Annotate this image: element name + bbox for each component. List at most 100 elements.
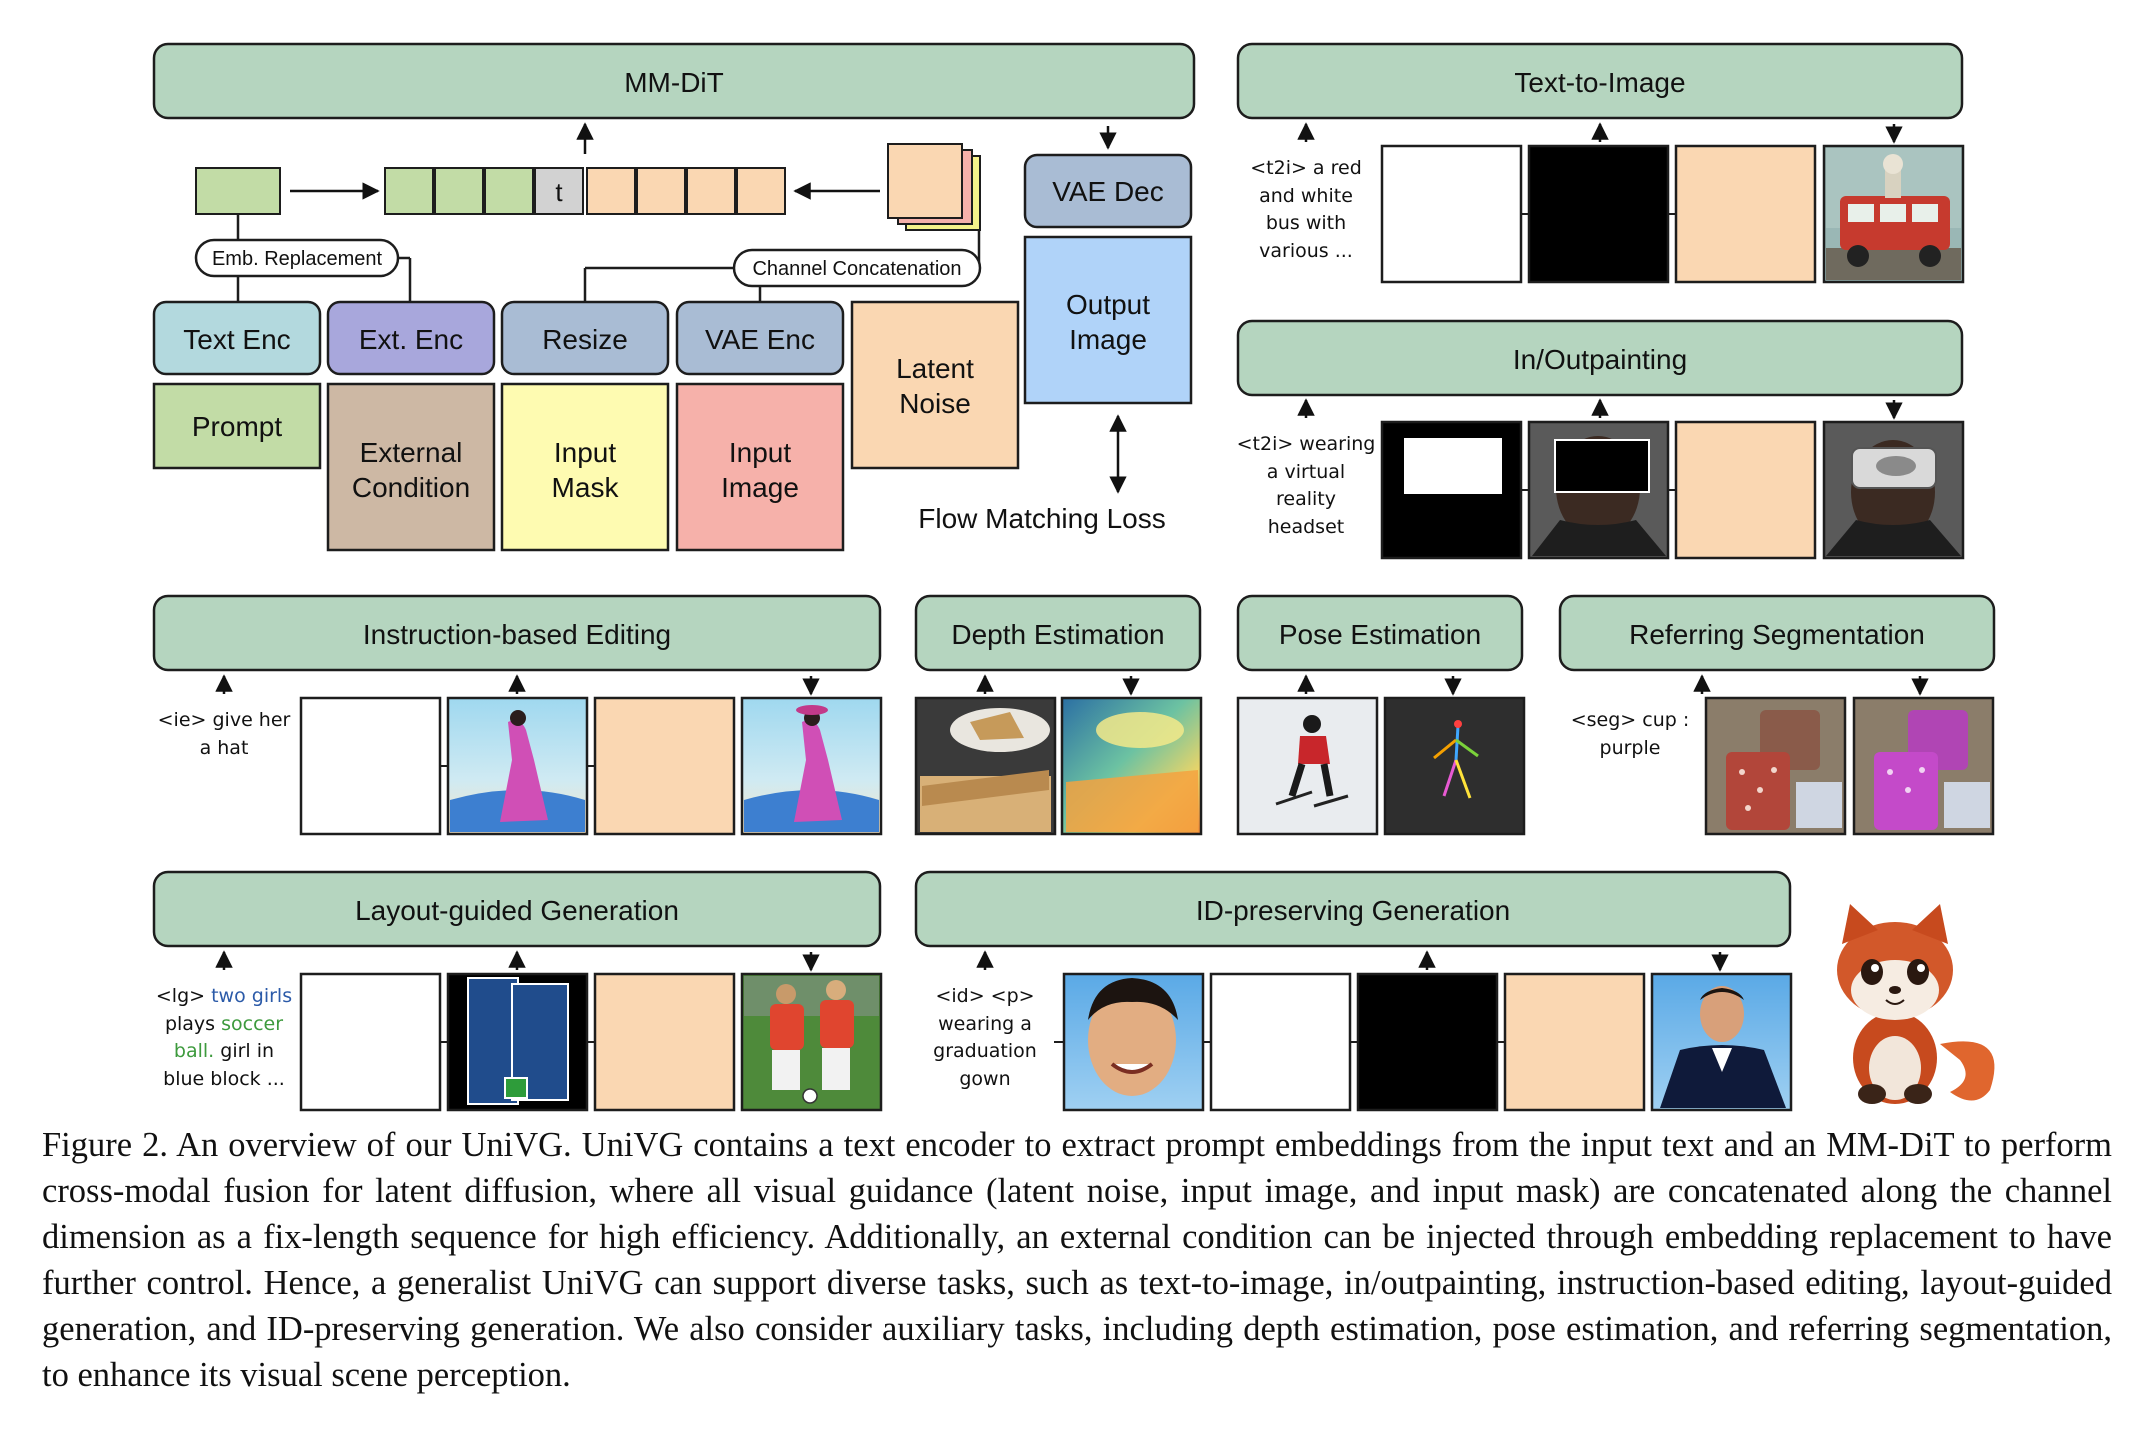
input-image-label-1: Input: [729, 437, 791, 468]
input-mask-block: [500, 382, 670, 552]
blank-input-tile: [299, 696, 442, 836]
layout-boxes-image: [446, 972, 589, 1112]
task-prompt-line: gown: [959, 1068, 1010, 1090]
segmented-cups-image: [1852, 696, 1995, 836]
generated-graduation-image: [1650, 972, 1793, 1112]
task-pose-estimation: Pose Estimation: [1236, 594, 1526, 836]
mask-tile: [1527, 144, 1670, 284]
task-header-block: [152, 870, 882, 948]
sequence-text-token: [384, 167, 434, 215]
latent-noise-label-1: Latent: [896, 353, 974, 384]
output-image-label-1: Output: [1066, 289, 1150, 320]
task-title: Instruction-based Editing: [363, 619, 671, 650]
task-prompt-line: bus with: [1266, 212, 1346, 234]
task-header-block: [152, 594, 882, 672]
mask-tile: [1356, 972, 1499, 1112]
task-prompt-line: and white: [1259, 185, 1353, 207]
blank-input-tile: [299, 972, 442, 1112]
task-prompt-line: various ...: [1259, 240, 1353, 262]
task-title: ID-preserving Generation: [1196, 895, 1510, 926]
task-prompt-line: reality: [1276, 488, 1336, 510]
resize-label: Resize: [542, 324, 628, 355]
task-prompt-line: <ie> give her: [158, 709, 291, 731]
channel-concat-label: Channel Concatenation: [752, 258, 961, 280]
task-header-block: [1236, 319, 1964, 397]
task-prompt-line: a virtual: [1267, 461, 1345, 483]
task-layout-guided: Layout-guided Generation <lg> two girls …: [152, 870, 883, 1112]
generated-vr-headset-image: [1822, 420, 1965, 560]
task-title: Depth Estimation: [951, 619, 1164, 650]
task-title: Layout-guided Generation: [355, 895, 679, 926]
resize-block: [500, 300, 670, 376]
task-header-block: [1236, 42, 1964, 120]
latent-noise-label-2: Noise: [899, 388, 971, 419]
sequence-latent-token: [686, 167, 736, 215]
text-enc-label: Text Enc: [183, 324, 290, 355]
task-referring-segmentation: Referring Segmentation <seg> cup : purpl…: [1558, 594, 1996, 836]
task-title: In/Outpainting: [1513, 344, 1687, 375]
channel-concat-pill: [732, 248, 982, 288]
mmdit-label: MM-DiT: [624, 67, 724, 98]
task-in-outpainting: In/Outpainting <t2i> wearing a virtual r…: [1236, 319, 1965, 560]
vae-dec-label: VAE Dec: [1052, 176, 1164, 207]
output-image-block: [1023, 235, 1193, 405]
input-painting-image: [446, 696, 589, 836]
task-prompt-line: blue block ...: [163, 1068, 285, 1090]
task-id-preserving: ID-preserving Generation <id> <p> wearin…: [914, 870, 1793, 1112]
task-title: Text-to-Image: [1514, 67, 1685, 98]
task-prompt-line: a hat: [200, 737, 249, 759]
external-condition-label-1: External: [360, 437, 463, 468]
prompt-block: [152, 382, 322, 470]
reference-face-image: [1062, 972, 1205, 1112]
task-header-block: [1236, 594, 1524, 672]
sequence-latent-token: [586, 167, 636, 215]
task-prompt-line: <id> <p>: [935, 985, 1034, 1007]
latent-stack: [887, 143, 981, 231]
input-mask-label-1: Input: [554, 437, 616, 468]
ext-enc-block: [326, 300, 496, 376]
external-condition-label-2: Condition: [352, 472, 470, 503]
latent-tile: [1674, 420, 1817, 560]
vae-enc-block: [675, 300, 845, 376]
ext-enc-label: Ext. Enc: [359, 324, 463, 355]
text-token: [195, 167, 281, 215]
latent-tile: [1674, 144, 1817, 284]
timestep-label: t: [555, 177, 563, 207]
red-panda-mascot-icon: [1837, 904, 1995, 1104]
task-title: Pose Estimation: [1279, 619, 1481, 650]
sequence-latent-token: [736, 167, 786, 215]
blank-input-tile: [1209, 972, 1352, 1112]
blank-input-tile: [1380, 144, 1523, 284]
food-photo-image: [914, 696, 1057, 836]
task-title: Referring Segmentation: [1629, 619, 1925, 650]
prompt-label: Prompt: [192, 411, 282, 442]
task-prompt-line: ball. girl in: [174, 1040, 274, 1062]
emb-replacement-pill: [194, 238, 400, 278]
cups-photo-image: [1704, 696, 1847, 836]
task-text-to-image: Text-to-Image <t2i> a red and white bus …: [1236, 42, 1965, 284]
masked-input-image: [1527, 420, 1670, 560]
task-prompt-line: <lg> two girls: [156, 985, 292, 1007]
task-prompt-line: <seg> cup :: [1571, 709, 1690, 731]
task-header-block: [1558, 594, 1996, 672]
task-prompt-line: wearing a: [938, 1013, 1032, 1035]
task-prompt-line: purple: [1600, 737, 1661, 759]
emb-replacement-label: Emb. Replacement: [212, 248, 383, 270]
latent-tile: [593, 972, 736, 1112]
task-prompt-line: headset: [1268, 516, 1344, 538]
mask-tile: [1380, 420, 1523, 560]
sequence-text-token: [484, 167, 534, 215]
input-mask-label-2: Mask: [552, 472, 620, 503]
vae-dec-block: [1023, 153, 1193, 229]
task-prompt-line: <t2i> wearing: [1237, 433, 1376, 455]
generated-soccer-image: [740, 972, 883, 1112]
token-sequence: t: [384, 167, 786, 215]
generated-bus-image: [1822, 144, 1965, 284]
task-instruction-editing: Instruction-based Editing <ie> give her …: [152, 594, 883, 836]
input-image-block: [675, 382, 845, 552]
text-enc-block: [152, 300, 322, 376]
flow-matching-loss-label: Flow Matching Loss: [918, 503, 1165, 534]
task-header-block: [914, 870, 1792, 948]
vae-enc-label: VAE Enc: [705, 324, 815, 355]
latent-noise-block: [850, 300, 1020, 470]
